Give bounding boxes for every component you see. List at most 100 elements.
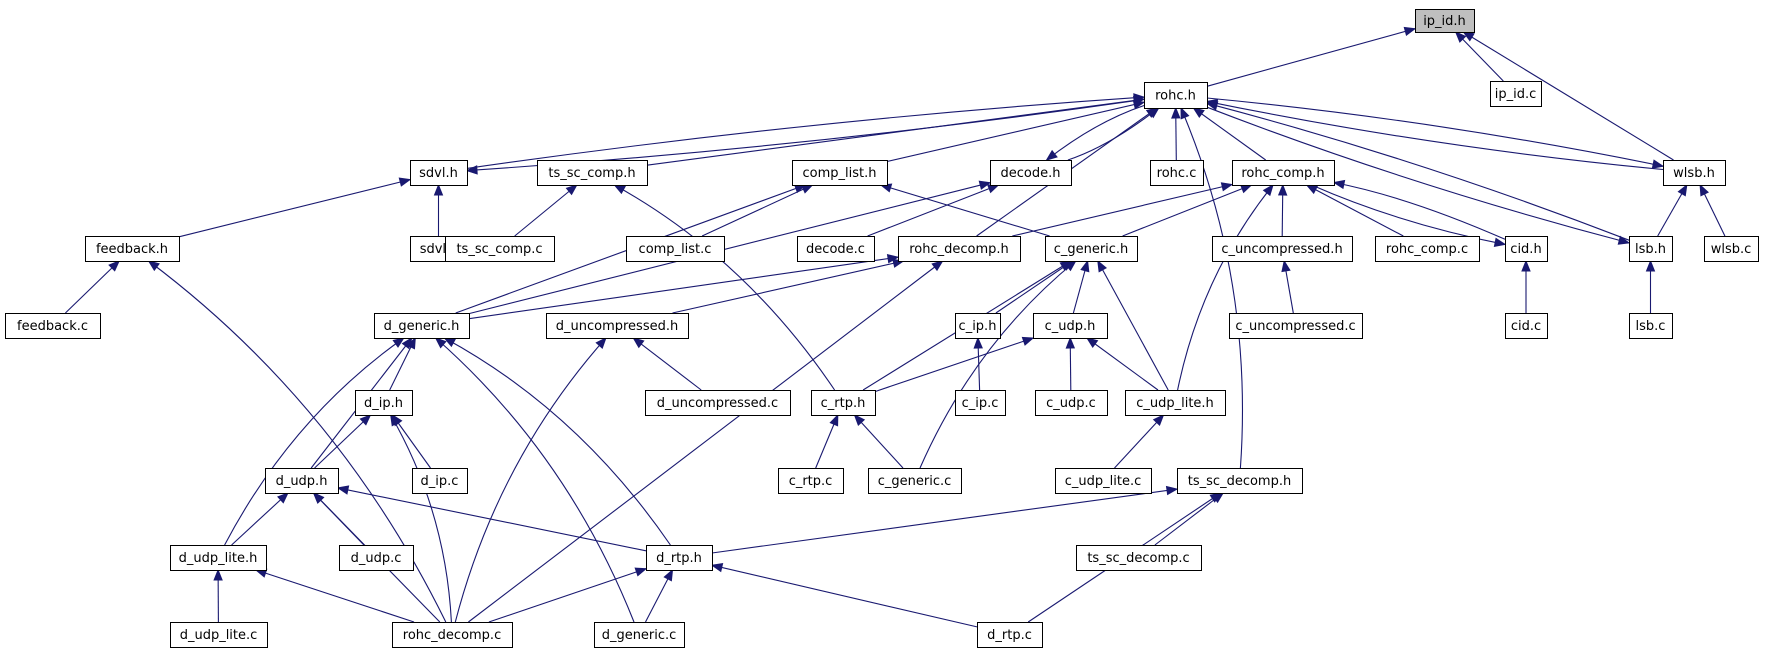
node-c-generic-c[interactable]: c_generic.c bbox=[868, 468, 962, 494]
node-label: d_udp_lite.h bbox=[179, 551, 258, 566]
node-rohc-comp-h[interactable]: rohc_comp.h bbox=[1232, 160, 1335, 186]
edge-d_rtp_h-to-d_udp_h bbox=[337, 487, 647, 552]
node-label: d_uncompressed.h bbox=[556, 319, 678, 334]
arrowhead-icon bbox=[390, 413, 401, 427]
arrowhead-icon bbox=[632, 337, 645, 349]
node-d-generic-c[interactable]: d_generic.c bbox=[594, 622, 685, 648]
edge-decode_h-to-rohc_h bbox=[1067, 107, 1160, 161]
arrowhead-icon bbox=[565, 184, 578, 196]
node-d-udp-h[interactable]: d_udp.h bbox=[265, 468, 339, 494]
edge-ts_sc_decomp_h-to-rohc_h bbox=[1180, 107, 1244, 469]
node-c-udp-lite-c[interactable]: c_udp_lite.c bbox=[1055, 468, 1152, 494]
edge-rohc_h-to-ip_id_h bbox=[1206, 28, 1416, 87]
node-decode-c[interactable]: decode.c bbox=[797, 236, 875, 262]
edge-c_udp_lite_c-to-c_udp_lite_h bbox=[1114, 414, 1164, 469]
node-box bbox=[265, 468, 339, 494]
node-sdvl-h[interactable]: sdvl.h bbox=[410, 160, 468, 186]
arrowhead-icon bbox=[1699, 183, 1709, 197]
arrowhead-icon bbox=[1192, 107, 1205, 118]
arrowhead-icon bbox=[853, 414, 866, 426]
node-label: feedback.h bbox=[96, 242, 168, 257]
node-ts-sc-comp-c[interactable]: ts_sc_comp.c bbox=[445, 236, 555, 262]
node-ts-sc-decomp-c[interactable]: ts_sc_decomp.c bbox=[1076, 545, 1202, 571]
node-label: comp_list.c bbox=[639, 242, 712, 257]
edge-rohc_comp_h-to-cid_h bbox=[1311, 184, 1506, 245]
node-c-rtp-c[interactable]: c_rtp.c bbox=[778, 468, 844, 494]
node-decode-h[interactable]: decode.h bbox=[990, 160, 1072, 186]
node-comp-list-h[interactable]: comp_list.h bbox=[792, 160, 888, 186]
node-rohc-comp-c[interactable]: rohc_comp.c bbox=[1375, 236, 1480, 262]
node-d-generic-h[interactable]: d_generic.h bbox=[374, 313, 470, 339]
edge-comp_list_h-to-rohc_h bbox=[886, 101, 1145, 163]
node-ts-sc-decomp-h[interactable]: ts_sc_decomp.h bbox=[1177, 468, 1303, 494]
arrowhead-icon bbox=[108, 260, 121, 272]
node-box bbox=[1415, 9, 1475, 33]
node-ip-id-c[interactable]: ip_id.c bbox=[1490, 81, 1542, 107]
edge-feedback_h-to-sdvl_h bbox=[178, 179, 411, 238]
node-c-udp-h[interactable]: c_udp.h bbox=[1033, 313, 1108, 339]
node-rohc-decomp-h[interactable]: rohc_decomp.h bbox=[898, 236, 1021, 262]
node-box bbox=[85, 236, 180, 262]
arrowhead-icon bbox=[710, 562, 724, 573]
node-c-ip-c[interactable]: c_ip.c bbox=[955, 390, 1006, 416]
node-d-uncompressed-c[interactable]: d_uncompressed.c bbox=[645, 390, 791, 416]
node-label: rohc_decomp.c bbox=[403, 628, 501, 643]
node-label: c_udp.h bbox=[1045, 319, 1096, 334]
node-wlsb-c[interactable]: wlsb.c bbox=[1704, 236, 1759, 262]
node-label: d_rtp.c bbox=[987, 628, 1032, 643]
node-lsb-c[interactable]: lsb.c bbox=[1629, 313, 1673, 339]
node-label: d_ip.c bbox=[421, 474, 459, 489]
arrowhead-icon bbox=[1239, 184, 1253, 194]
node-c-ip-h[interactable]: c_ip.h bbox=[955, 313, 1001, 339]
arrowhead-icon bbox=[634, 567, 648, 577]
node-d-ip-c[interactable]: d_ip.c bbox=[412, 468, 468, 494]
node-wlsb-h[interactable]: wlsb.h bbox=[1663, 160, 1726, 186]
node-d-rtp-c[interactable]: d_rtp.c bbox=[977, 622, 1043, 648]
edge-rohc_decomp_c-to-rohc_decomp_h bbox=[468, 260, 943, 623]
node-box bbox=[355, 390, 413, 416]
node-c-generic-h[interactable]: c_generic.h bbox=[1045, 236, 1138, 262]
node-box bbox=[1150, 160, 1204, 186]
edge-d_uncompressed_h-to-rohc_decomp_h bbox=[672, 260, 904, 314]
node-d-udp-c[interactable]: d_udp.c bbox=[339, 545, 414, 571]
node-rohc-c[interactable]: rohc.c bbox=[1150, 160, 1204, 186]
arrowhead-icon bbox=[398, 177, 412, 187]
node-box bbox=[1033, 313, 1108, 339]
node-box bbox=[646, 545, 713, 571]
node-box bbox=[977, 622, 1043, 648]
node-feedback-c[interactable]: feedback.c bbox=[5, 313, 101, 339]
node-label: sdvl.h bbox=[419, 166, 458, 181]
node-box bbox=[1232, 160, 1335, 186]
edge-d_generic_h-to-rohc_decomp_h bbox=[468, 256, 899, 320]
node-rohc-h[interactable]: rohc.h bbox=[1144, 82, 1208, 109]
node-box bbox=[1704, 236, 1759, 262]
edge-rohc_decomp_c-to-d_udp_lite_h bbox=[255, 569, 415, 623]
node-d-ip-h[interactable]: d_ip.h bbox=[355, 390, 413, 416]
node-cid-c[interactable]: cid.c bbox=[1505, 313, 1548, 339]
node-d-rtp-h[interactable]: d_rtp.h bbox=[646, 545, 713, 571]
edge-rohc_decomp_c-to-d_ip_h bbox=[390, 414, 452, 623]
node-d-uncompressed-h[interactable]: d_uncompressed.h bbox=[546, 313, 689, 339]
node-cid-h[interactable]: cid.h bbox=[1505, 236, 1548, 262]
node-c-uncompressed-c[interactable]: c_uncompressed.c bbox=[1229, 313, 1363, 339]
node-box bbox=[811, 390, 876, 416]
node-c-udp-c[interactable]: c_udp.c bbox=[1035, 390, 1108, 416]
node-label: d_rtp.h bbox=[656, 551, 702, 566]
node-box bbox=[955, 313, 1001, 339]
node-rohc-decomp-c[interactable]: rohc_decomp.c bbox=[392, 622, 513, 648]
node-d-udp-lite-h[interactable]: d_udp_lite.h bbox=[170, 545, 267, 571]
node-feedback-h[interactable]: feedback.h bbox=[85, 236, 180, 262]
node-label: d_udp.c bbox=[351, 551, 402, 566]
node-c-rtp-h[interactable]: c_rtp.h bbox=[811, 390, 876, 416]
node-lsb-h[interactable]: lsb.h bbox=[1629, 236, 1673, 262]
node-box bbox=[1229, 313, 1363, 339]
node-label: wlsb.c bbox=[1711, 242, 1752, 257]
node-ts-sc-comp-h[interactable]: ts_sc_comp.h bbox=[537, 160, 648, 186]
node-c-udp-lite-h[interactable]: c_udp_lite.h bbox=[1125, 390, 1226, 416]
node-comp-list-c[interactable]: comp_list.c bbox=[626, 236, 725, 262]
node-d-udp-lite-c[interactable]: d_udp_lite.c bbox=[170, 622, 268, 648]
node-c-uncompressed-h[interactable]: c_uncompressed.h bbox=[1212, 236, 1353, 262]
node-box bbox=[170, 622, 268, 648]
arrowhead-icon bbox=[1209, 492, 1222, 503]
